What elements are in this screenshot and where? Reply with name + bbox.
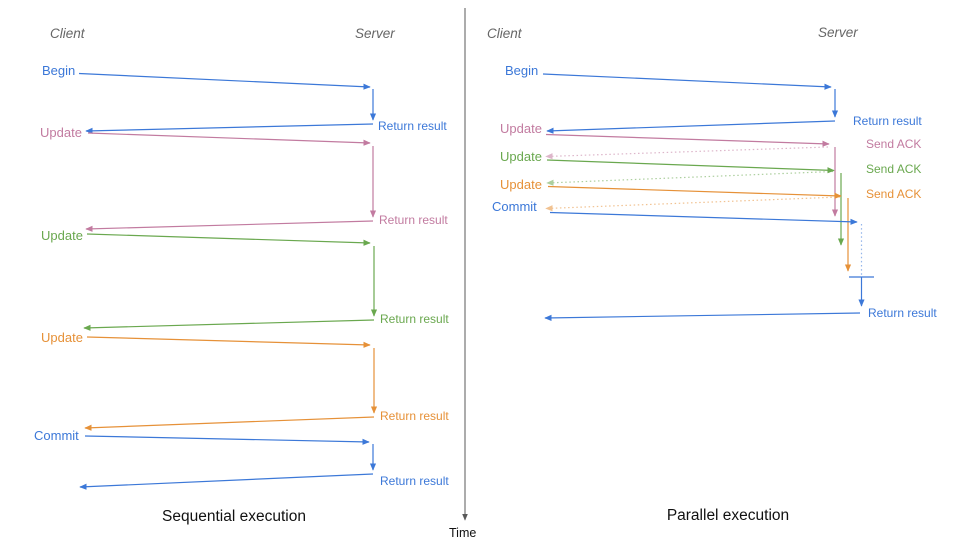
parallel-panel: Client Server Begin Return result Update… xyxy=(487,25,937,524)
seq-begin-flow: Begin Return result xyxy=(42,63,447,134)
sequential-client-header: Client xyxy=(50,26,86,41)
par-update3-ack-label: Send ACK xyxy=(866,187,921,201)
sequential-server-header: Server xyxy=(355,26,395,41)
time-axis-label: Time xyxy=(449,526,476,540)
par-begin-flow: Begin Return result xyxy=(505,63,922,134)
seq-commit-flow: Commit Return result xyxy=(34,428,449,490)
sequential-panel-title: Sequential execution xyxy=(162,508,306,525)
seq-update2-label: Update xyxy=(41,228,83,243)
time-axis: Time xyxy=(449,8,476,540)
parallel-server-header: Server xyxy=(818,25,858,40)
par-commit-flow: Commit Return result xyxy=(492,199,937,322)
seq-update1-label: Update xyxy=(40,125,82,140)
seq-update3-flow: Update Return result xyxy=(41,330,449,431)
par-update2-flow: Update Send ACK xyxy=(500,149,921,246)
par-update1-ack-label: Send ACK xyxy=(866,137,921,151)
seq-update3-label: Update xyxy=(41,330,83,345)
par-update1-label: Update xyxy=(500,121,542,136)
seq-update1-response-label: Return result xyxy=(379,213,448,227)
seq-begin-response-label: Return result xyxy=(378,119,447,133)
seq-commit-response-label: Return result xyxy=(380,474,449,488)
par-update1-flow: Update Send ACK xyxy=(500,121,921,217)
seq-begin-label: Begin xyxy=(42,63,75,78)
par-update2-ack-label: Send ACK xyxy=(866,162,921,176)
par-begin-response-label: Return result xyxy=(853,114,922,128)
par-begin-label: Begin xyxy=(505,63,538,78)
parallel-panel-title: Parallel execution xyxy=(667,507,789,524)
seq-commit-label: Commit xyxy=(34,428,79,443)
par-commit-response-label: Return result xyxy=(868,306,937,320)
par-update2-label: Update xyxy=(500,149,542,164)
sequential-panel: Client Server Begin Return result Update… xyxy=(34,26,449,525)
par-update3-label: Update xyxy=(500,177,542,192)
seq-update2-flow: Update Return result xyxy=(41,228,449,331)
parallel-client-header: Client xyxy=(487,26,523,41)
seq-update3-response-label: Return result xyxy=(380,409,449,423)
par-commit-label: Commit xyxy=(492,199,537,214)
par-update3-flow: Update Send ACK xyxy=(500,177,921,272)
seq-update1-flow: Update Return result xyxy=(40,125,448,232)
seq-update2-response-label: Return result xyxy=(380,312,449,326)
